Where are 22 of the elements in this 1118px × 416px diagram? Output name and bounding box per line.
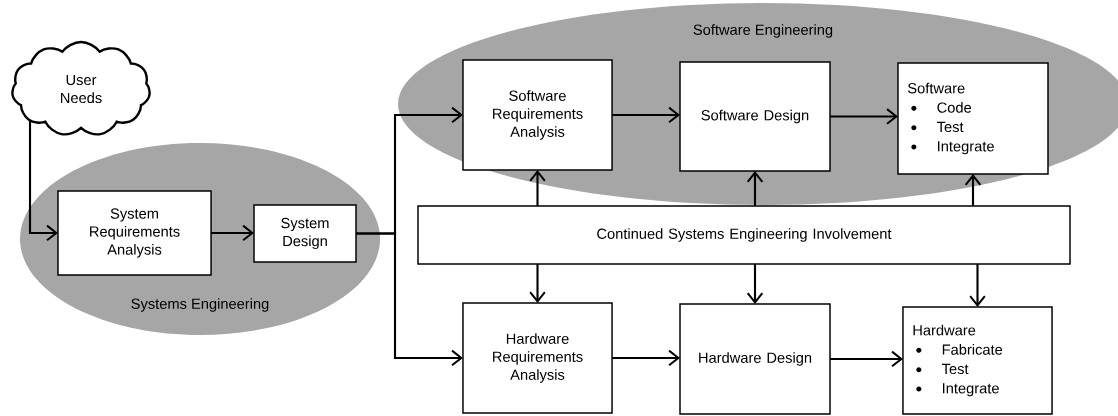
- process-box: Software Requirements Analysis: [462, 59, 613, 171]
- process-box: Software Design: [679, 61, 831, 172]
- arrow: [529, 264, 546, 303]
- arrow: [211, 224, 254, 242]
- arrow: [529, 170, 546, 206]
- process-box: System Design: [253, 204, 357, 263]
- arrow: [356, 232, 463, 367]
- arrow: [612, 349, 680, 367]
- list-box: Hardware Fabricate Test Integrate: [902, 306, 1053, 415]
- list-box: Software Code Test Integrate: [897, 62, 1049, 175]
- arrow: [830, 350, 903, 368]
- arrow: [28, 120, 58, 242]
- arrow: [830, 108, 898, 125]
- process-box: System Requirements Analysis: [57, 190, 212, 276]
- arrow: [746, 264, 764, 304]
- process-box: Continued Systems Engineering Involvement: [417, 205, 1071, 265]
- arrow: [969, 264, 986, 307]
- process-box: Hardware Requirements Analysis: [462, 302, 613, 414]
- arrow: [612, 106, 680, 124]
- arrow: [746, 171, 764, 206]
- arrow: [964, 174, 982, 206]
- process-box: Hardware Design: [679, 303, 831, 415]
